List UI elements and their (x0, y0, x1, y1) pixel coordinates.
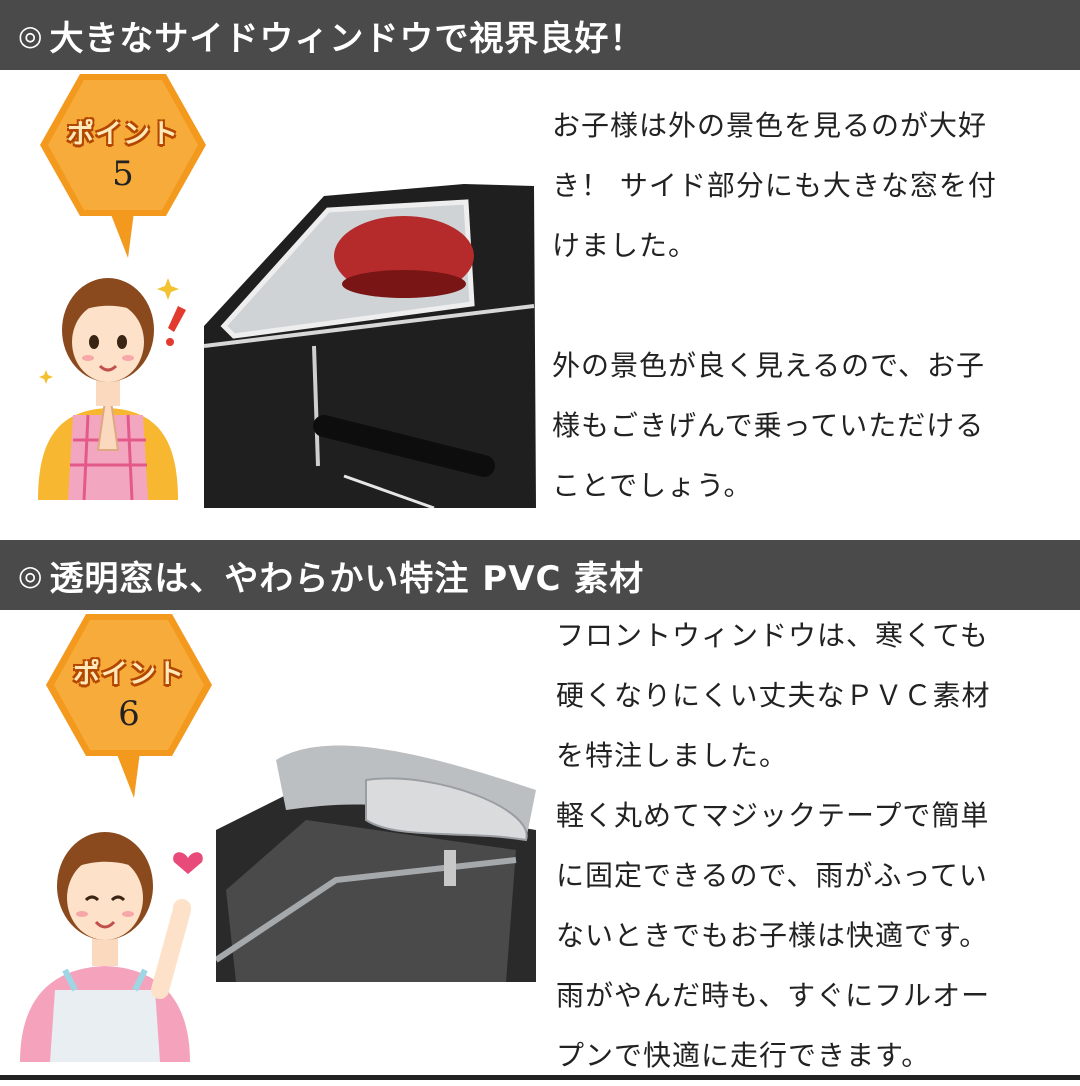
text-line: ことでしょう。 (552, 469, 753, 502)
text-line: ないときでもお子様は快適です。 (556, 919, 989, 952)
hexagon-badge-icon (40, 74, 206, 216)
text-line: お子様は外の景色を見るのが大好 (552, 109, 988, 142)
heading-mark: ◎ (18, 558, 44, 592)
section1-description: お子様は外の景色を見るのが大好 き！ サイド部分にも大きな窓を付 けました。 外… (552, 96, 1067, 516)
woman-pointing-illustration (20, 832, 203, 1062)
heading-mark: ◎ (18, 18, 44, 52)
text-line: 雨がやんだ時も、すぐにフルオー (556, 979, 991, 1012)
text-line: 軽く丸めてマジックテープで簡単 (556, 799, 990, 832)
text-line: を特注しました。 (556, 739, 789, 772)
text-line: プンで快適に走行できます。 (556, 1039, 931, 1072)
text-line: 様もごきげんで乗っていただける (552, 409, 985, 442)
badge-number: 5 (112, 154, 134, 194)
heart-icon (173, 852, 203, 874)
text-line: き！ サイド部分にも大きな窓を付 (552, 169, 997, 202)
heading-text: 大きなサイドウィンドウで視界良好！ (49, 18, 645, 59)
section-heading-1: ◎ 大きなサイドウィンドウで視界良好！ (0, 0, 1080, 70)
text-line: 硬くなりにくい丈夫なＰＶＣ素材 (556, 679, 991, 712)
sparkle-icon (39, 278, 179, 384)
badge-label: ポイント (73, 659, 185, 690)
pvc-window-photo (216, 730, 540, 982)
section-heading-2: ◎ 透明窓は、やわらかい特注 PVC 素材 (0, 540, 1080, 610)
point-badge-6: ポイント 6 (44, 612, 214, 798)
point-badge-5: ポイント 5 (38, 72, 208, 258)
badge-tail (110, 212, 134, 258)
text-line: けました。 (552, 229, 698, 262)
exclamation-icon (166, 306, 186, 346)
bottom-rule (0, 1075, 1080, 1080)
text-line: 外の景色が良く見えるので、お子 (552, 349, 986, 382)
hexagon-badge-icon (46, 614, 212, 756)
side-window-photo (204, 176, 536, 508)
text-line: に固定できるので、雨がふってい (556, 859, 988, 892)
badge-number: 6 (118, 694, 140, 734)
woman-praying-illustration (38, 278, 186, 501)
heading-text: 透明窓は、やわらかい特注 PVC 素材 (49, 558, 645, 599)
badge-tail (116, 752, 140, 798)
text-line: フロントウィンドウは、寒くても (556, 619, 989, 652)
badge-label: ポイント (67, 119, 179, 150)
section2-description: フロントウィンドウは、寒くても 硬くなりにくい丈夫なＰＶＣ素材 を特注しました。… (556, 606, 1071, 1086)
